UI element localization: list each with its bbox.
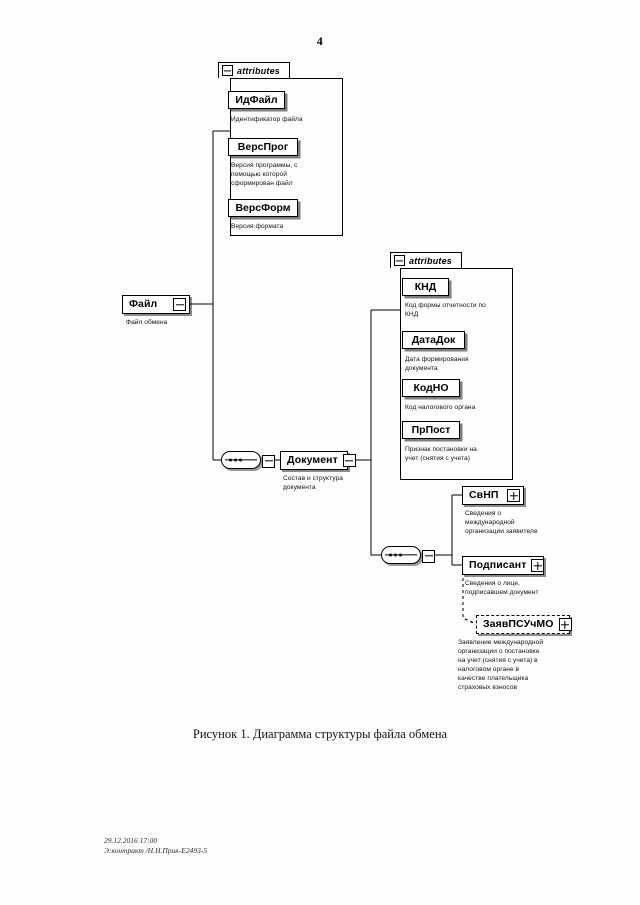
expand-plus-icon[interactable] xyxy=(558,618,572,631)
sequence-compositor-document[interactable] xyxy=(221,451,275,469)
attribute-note-versform: Версия формата xyxy=(231,223,284,230)
node-label: СвНП xyxy=(469,489,499,502)
attribute-label: ДатаДок xyxy=(411,333,456,346)
attribute-note-kodno: Код налогового органа xyxy=(405,404,476,411)
attribute-box-datadok[interactable]: ДатаДок xyxy=(402,331,465,349)
collapse-minus-icon[interactable] xyxy=(173,298,186,311)
collapse-minus-icon[interactable] xyxy=(262,454,275,468)
sequence-compositor-children[interactable] xyxy=(381,546,435,564)
node-note-podpisant: Сведения о лице, подписавшем документ xyxy=(465,580,539,596)
page-footer: 29.12.2016 17:00 Э:контракт /Н.Н.Прик-Е2… xyxy=(104,836,207,856)
node-podpisant[interactable]: Подписант xyxy=(462,556,545,575)
node-label: Подписант xyxy=(469,559,527,572)
node-note-svnp: Сведения о международной организации зая… xyxy=(465,510,538,535)
node-svnp[interactable]: СвНП xyxy=(462,486,524,505)
attribute-box-versprog[interactable]: ВерсПрог xyxy=(228,138,298,156)
attribute-note-versprog: Версия программы, с помощью которой сфор… xyxy=(231,162,298,187)
node-zayavpsuchmo[interactable]: ЗаявПСУчМО xyxy=(476,615,572,634)
node-label: ЗаявПСУчМО xyxy=(483,618,554,631)
document-attributes-group xyxy=(400,268,513,480)
footer-timestamp: 29.12.2016 17:00 xyxy=(104,836,158,845)
sequence-dots-icon xyxy=(229,458,242,462)
attribute-box-idfail[interactable]: ИдФайл xyxy=(228,91,285,109)
attribute-note-idfail: Идентификатор файла xyxy=(231,116,303,123)
attribute-label: КНД xyxy=(414,280,437,293)
collapse-minus-icon[interactable] xyxy=(394,255,405,266)
node-dokument[interactable]: Документ xyxy=(280,451,356,470)
attribute-box-prpost[interactable]: ПрПост xyxy=(402,421,460,439)
node-label: Файл xyxy=(129,298,158,311)
figure-caption: Рисунок 1. Диаграмма структуры файла обм… xyxy=(192,727,448,741)
footer-reference: Э:контракт /Н.Н.Прик-Е2493-5 xyxy=(104,846,208,855)
node-note-fail: Файл обмена xyxy=(126,319,168,326)
collapse-minus-icon[interactable] xyxy=(222,65,233,76)
page-number: 4 xyxy=(316,34,324,48)
attribute-note-datadok: Дата формирования документа xyxy=(405,356,469,372)
expand-plus-icon[interactable] xyxy=(531,559,545,572)
sequence-dots-icon xyxy=(389,553,402,557)
attribute-box-knd[interactable]: КНД xyxy=(402,278,449,296)
attribute-box-versform[interactable]: ВерсФорм xyxy=(228,199,298,217)
attribute-label: КодНО xyxy=(413,381,449,394)
attribute-box-kodno[interactable]: КодНО xyxy=(402,379,460,397)
node-label: Документ xyxy=(287,454,338,467)
attributes-group-label: attributes xyxy=(409,255,453,266)
node-note-dokument: Состав и структура документа xyxy=(283,475,343,491)
attribute-label: ИдФайл xyxy=(235,93,278,106)
attribute-label: ПрПост xyxy=(411,423,451,436)
document-attributes-tab[interactable]: attributes xyxy=(390,252,462,268)
node-note-zayavpsuchmo: Заявление международной организации о по… xyxy=(458,639,544,691)
node-fail[interactable]: Файл xyxy=(122,295,190,314)
attribute-label: ВерсФорм xyxy=(235,201,291,214)
attribute-note-prpost: Признак постановки на учет (снятия с уче… xyxy=(405,446,477,462)
file-attributes-tab[interactable]: attributes xyxy=(218,62,290,78)
expand-plus-icon[interactable] xyxy=(507,489,520,502)
attribute-note-knd: Код формы отчетности по КНД xyxy=(405,302,486,318)
collapse-minus-icon[interactable] xyxy=(342,454,356,467)
attribute-label: ВерсПрог xyxy=(237,140,289,153)
collapse-minus-icon[interactable] xyxy=(422,549,435,563)
attributes-group-label: attributes xyxy=(237,65,281,76)
file-attributes-group xyxy=(230,78,343,236)
